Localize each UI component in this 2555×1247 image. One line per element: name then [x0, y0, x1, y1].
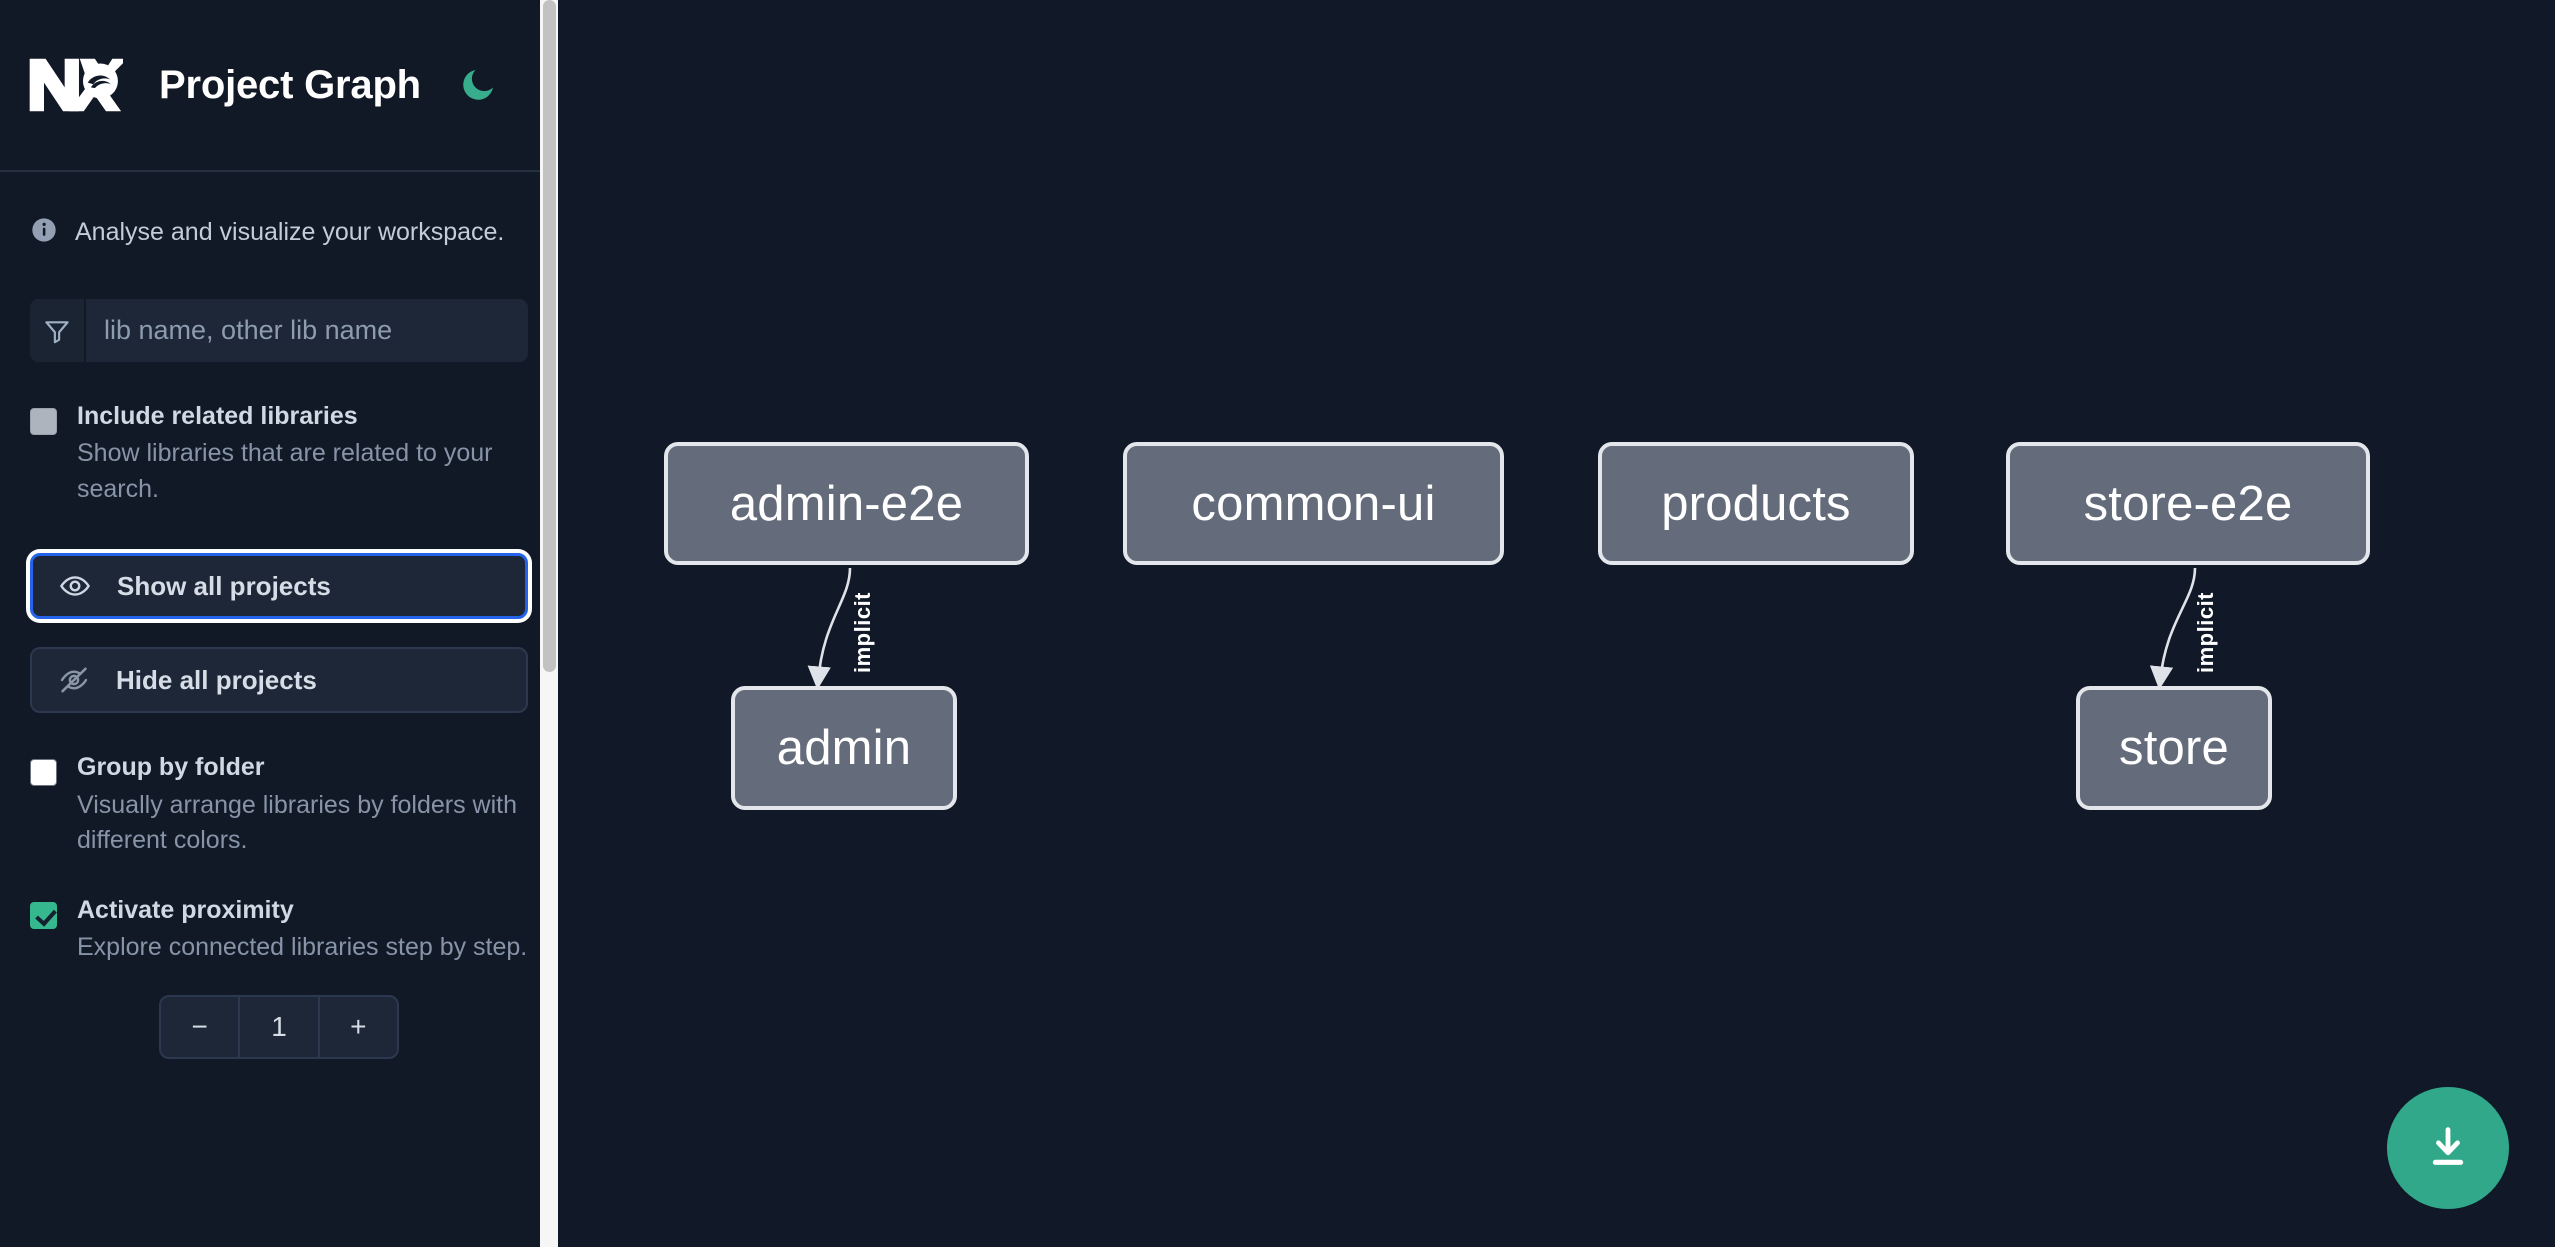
proximity-decrement-button[interactable]: − [191, 1011, 208, 1043]
hide-all-projects-label: Hide all projects [116, 664, 317, 695]
sidebar-header: Project Graph [0, 0, 558, 172]
sidebar-scrollbar-thumb[interactable] [543, 0, 556, 672]
proximity-value: 1 [238, 997, 320, 1058]
edge-label-store-implicit: implicit [2193, 591, 2218, 673]
graph-node-admin-e2e[interactable]: admin-e2e [664, 442, 1029, 565]
show-all-projects-button[interactable]: Show all projects [30, 553, 528, 620]
tagline-text: Analyse and visualize your workspace. [75, 218, 505, 246]
option-activate-proximity[interactable]: Activate proximity Explore connected lib… [30, 895, 528, 966]
edge-label-admin-implicit: implicit [850, 591, 875, 673]
info-circle-icon [30, 216, 58, 249]
filter-funnel-icon [30, 299, 86, 362]
sidebar: Project Graph Analyse and visualize your… [0, 0, 558, 1247]
hide-all-projects-button[interactable]: Hide all projects [30, 647, 528, 714]
sidebar-body: Analyse and visualize your workspace. In… [0, 172, 558, 1060]
search-field[interactable] [30, 299, 528, 362]
edge-store-e2e-store [2149, 567, 2197, 690]
download-graph-button[interactable] [2387, 1087, 2509, 1209]
graph-node-store-e2e[interactable]: store-e2e [2006, 442, 2370, 565]
eye-icon [59, 570, 101, 602]
search-input[interactable] [86, 299, 528, 362]
graph-node-admin[interactable]: admin [731, 686, 957, 810]
graph-node-common-ui[interactable]: common-ui [1123, 442, 1504, 565]
option-description: Visually arrange libraries by folders wi… [77, 790, 518, 855]
page-title: Project Graph [159, 62, 421, 107]
proximity-stepper[interactable]: − 1 + [159, 995, 399, 1060]
option-label: Activate proximity [77, 895, 294, 924]
checkbox-group-by-folder[interactable] [30, 759, 57, 787]
option-description: Show libraries that are related to your … [77, 439, 493, 503]
option-label: Group by folder [77, 753, 265, 782]
proximity-increment-button[interactable]: + [350, 1011, 367, 1043]
checkbox-activate-proximity[interactable] [30, 901, 57, 929]
eye-slash-icon [58, 664, 100, 696]
show-all-projects-label: Show all projects [117, 570, 331, 601]
option-group-by-folder[interactable]: Group by folder Visually arrange librari… [30, 752, 528, 858]
moon-icon[interactable] [455, 62, 501, 108]
nx-logo-icon [27, 54, 128, 116]
download-icon [2432, 1127, 2464, 1165]
graph-canvas[interactable]: admin-e2e common-ui products store-e2e a… [558, 0, 2555, 1247]
option-label: Include related libraries [77, 402, 358, 430]
edge-admin-e2e-admin [807, 567, 852, 690]
sidebar-scrollbar[interactable] [540, 0, 558, 1247]
checkbox-include-related-libraries[interactable] [30, 408, 57, 435]
graph-node-store[interactable]: store [2076, 686, 2272, 810]
option-include-related-libraries[interactable]: Include related libraries Show libraries… [30, 401, 528, 507]
option-description: Explore connected libraries step by step… [77, 932, 528, 961]
workspace-tagline: Analyse and visualize your workspace. [30, 172, 528, 249]
graph-node-products[interactable]: products [1598, 442, 1914, 565]
